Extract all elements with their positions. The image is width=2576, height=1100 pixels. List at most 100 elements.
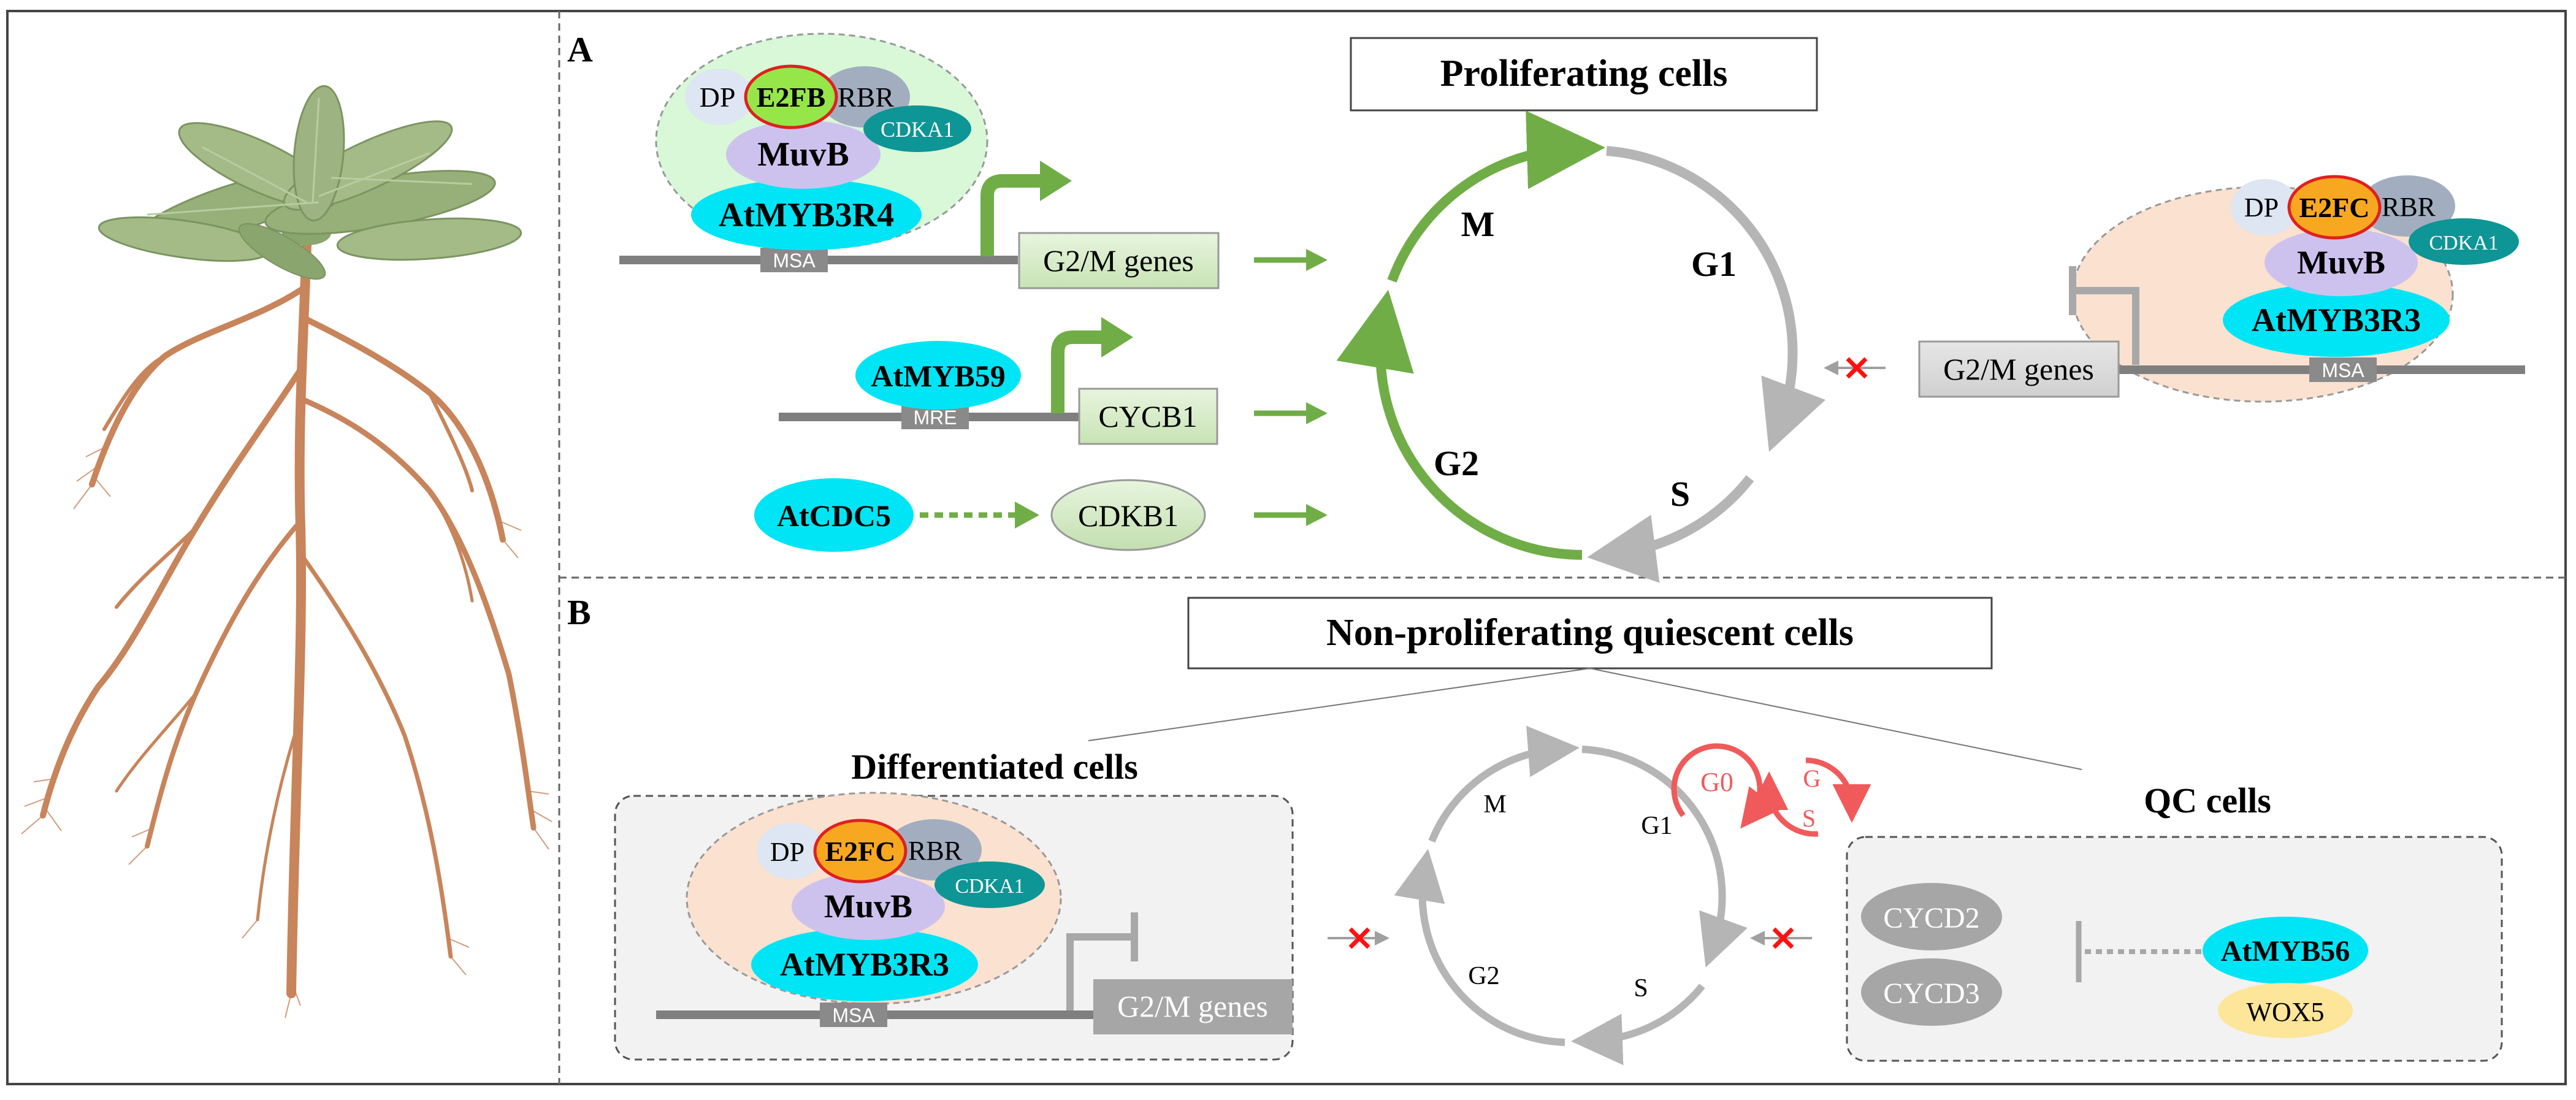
atmyb3r3-node-a <box>2223 283 2450 357</box>
blocked-arrow-b-right <box>1750 927 1812 949</box>
gs-g-label: G <box>1803 765 1821 792</box>
cycle-b-s: S <box>1634 974 1648 1003</box>
cycb1-label: CYCB1 <box>1098 399 1197 434</box>
blocked-arrow-a <box>1824 357 1886 379</box>
leaf-rosette <box>97 85 522 280</box>
dp-node <box>685 69 754 125</box>
e2fc-label-b: E2FC <box>825 836 896 867</box>
dp-label: DP <box>700 82 736 113</box>
panel-a-title-box <box>1350 37 1818 112</box>
panel-b-title: Non-proliferating quiescent cells <box>1326 612 1854 654</box>
atmyb59-node <box>855 341 1021 410</box>
myb3r3-repression-b <box>1066 933 1134 1010</box>
msa-box-a2 <box>2309 357 2377 382</box>
block-x-a <box>1846 357 1868 379</box>
title-line-right <box>1589 668 2082 770</box>
muvb-node-b <box>792 873 945 940</box>
muvb-label-b: MuvB <box>824 888 912 925</box>
panel-b-letter: B <box>567 592 591 632</box>
cycle-a-arc-s <box>1587 475 1754 583</box>
cycle-a-arc-g2 <box>1336 289 1583 560</box>
plant-illustration <box>21 85 552 1018</box>
cycd3-node <box>1861 958 2002 1026</box>
muvb-node-a2 <box>2265 229 2418 296</box>
g2m-genes-label-a: G2/M genes <box>1043 243 1194 278</box>
dp-label-b: DP <box>770 837 805 867</box>
cycle-a-s: S <box>1670 474 1690 514</box>
atmyb56-label: AtMYB56 <box>2221 935 2350 968</box>
msa-label-b: MSA <box>832 1004 875 1026</box>
rbr-label: RBR <box>838 82 894 113</box>
cycle-a-g2: G2 <box>1434 443 1479 483</box>
blocked-arrow-b-left <box>1328 927 1389 949</box>
cdka1-label: CDKA1 <box>881 117 954 142</box>
g2m-genes-label-a2: G2/M genes <box>1943 352 2094 386</box>
cdkb1-label: CDKB1 <box>1078 498 1179 533</box>
wox5-label: WOX5 <box>2246 997 2324 1027</box>
msa-box-b <box>820 1003 887 1027</box>
title-line-left <box>1088 668 1591 741</box>
qc-label: QC cells <box>2144 781 2271 820</box>
rbr-node-a2 <box>2360 175 2455 237</box>
msa-box <box>760 248 828 272</box>
g2m-genes-box-a <box>1018 232 1220 289</box>
cdkb1-node <box>1050 479 1206 551</box>
atmyb59-label: AtMYB59 <box>871 359 1005 393</box>
cycd2-label: CYCD2 <box>1883 902 1979 934</box>
gs-loop: G S <box>1749 757 1871 837</box>
cycle-b-arc-s <box>1571 984 1705 1066</box>
atmyb3r3-label-a: AtMYB3R3 <box>2252 302 2421 338</box>
input-arrows <box>1254 249 1328 526</box>
atcdc5-label: AtCDC5 <box>777 498 891 533</box>
g2m-genes-box-b <box>1093 979 1293 1034</box>
atmyb3r4-label: AtMYB3R4 <box>719 196 894 234</box>
cycle-a-arc-g1 <box>1606 146 1826 452</box>
panel-a-letter: A <box>567 29 593 69</box>
myb3r4-complex: MSA AtMYB3R4 MuvB DP RBR E2FB CDKA1 G2/M… <box>619 32 1220 289</box>
cdka1-node-a2 <box>2409 218 2519 265</box>
atmyb3r4-node <box>691 179 922 250</box>
gs-s-label: S <box>1802 804 1816 832</box>
cycb1-box <box>1078 388 1218 445</box>
panel-a-title: Proliferating cells <box>1440 53 1728 94</box>
atcdc5-node <box>754 478 914 552</box>
myb59-module: MRE AtMYB59 CYCB1 <box>779 317 1218 445</box>
root-system <box>40 240 537 998</box>
e2fb-node <box>744 64 838 129</box>
atmyb3r3-label-b: AtMYB3R3 <box>780 946 949 983</box>
rbr-label-b: RBR <box>908 836 963 866</box>
rbr-label-a2: RBR <box>2382 192 2436 222</box>
qc-panel: CYCD2 CYCD3 AtMYB56 WOX5 <box>1846 836 2503 1062</box>
dp-node-a2 <box>2231 179 2299 235</box>
e2fc-node-a <box>2287 175 2382 240</box>
msa-label-a2: MSA <box>2322 359 2364 381</box>
cdka1-node-b <box>934 861 1045 908</box>
cycle-a-arc-m <box>1387 110 1605 283</box>
cell-cycle-b: M G1 S G2 <box>1394 725 1748 1066</box>
dp-node-b <box>757 823 825 879</box>
dp-label-a2: DP <box>2244 193 2279 223</box>
panel-b-title-box <box>1187 597 1993 670</box>
g2m-genes-box-a2 <box>1918 340 2120 398</box>
e2fb-label: E2FB <box>757 82 825 113</box>
muvb-node <box>726 120 881 189</box>
g0-label: G0 <box>1700 767 1733 797</box>
atmyb56-node <box>2203 917 2368 984</box>
cycd2-node <box>1861 883 2002 950</box>
e2fc-label-a: E2FC <box>2299 192 2370 223</box>
differentiated-label: Differentiated cells <box>851 747 1138 787</box>
cycle-b-arc-g1 <box>1581 746 1748 968</box>
muvb-label: MuvB <box>757 136 849 174</box>
rbr-node-b <box>886 819 982 880</box>
myb3r3-complex-a: MSA AtMYB3R3 MuvB DP RBR E2FC CDKA1 G2/M… <box>1918 175 2525 403</box>
myb3r4-activation-arrow <box>980 174 1042 256</box>
cycle-b-m: M <box>1483 790 1506 819</box>
cycle-b-arc-g2 <box>1394 849 1565 1046</box>
msa-label: MSA <box>773 250 816 272</box>
cycle-a-m: M <box>1461 204 1495 244</box>
e2fc-node-b <box>813 819 908 884</box>
cycd3-label: CYCD3 <box>1883 977 1979 1010</box>
cdka1-label-b: CDKA1 <box>955 875 1024 898</box>
g2m-genes-label-b: G2/M genes <box>1117 989 1268 1023</box>
